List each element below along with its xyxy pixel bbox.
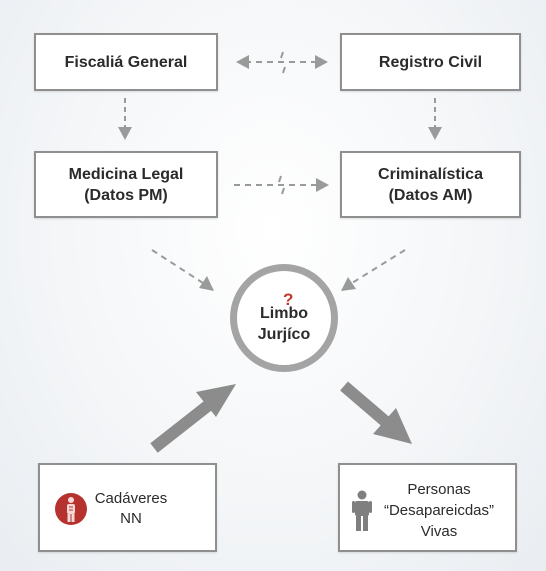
registro-civil-label: Registro Civil [378,53,483,71]
cadaveres-line2: NN [120,510,142,527]
fiscalia-general-label: Fiscaliá General [64,53,188,71]
fiscalia-medicina-arrow [118,98,132,140]
person-icon [352,490,372,531]
limbo-line1: Limbo [260,305,308,322]
criminalistica-title: Criminalística [378,165,483,183]
criminalistica-box: Criminalística (Datos AM) [340,151,521,218]
medicina-legal-subtitle: (Datos PM) [84,186,168,204]
medicina-criminal-connector [234,175,329,195]
fiscalia-registro-connector [236,51,328,74]
limbo-line2: Jurjíco [257,326,311,343]
cadaveres-limbo-big-arrow [150,384,236,453]
question-mark-icon: ? [283,290,294,309]
limbo-juridico-circle [230,264,338,372]
limbo-juridico-label: Limbo Jurjíco [230,303,338,345]
personas-line2: “Desapareicdas” [383,502,495,519]
cadaveres-line1: Cadáveres [94,490,168,507]
medicina-legal-title: Medicina Legal [68,165,184,183]
criminal-limbo-arrow [341,249,406,291]
cadaveres-nn-box [38,463,217,552]
medicina-limbo-arrow [151,249,214,291]
personas-line3: Vivas [420,523,458,540]
medicina-legal-box: Medicina Legal (Datos PM) [34,151,218,218]
personas-vivas-label: Personas “Desapareicdas” Vivas [376,479,502,542]
personas-line1: Personas [407,481,471,498]
personas-vivas-box [338,463,517,552]
limbo-personas-big-arrow [340,381,412,444]
registro-civil-box: Registro Civil [340,33,521,91]
registro-criminal-arrow [428,98,442,140]
cadaveres-nn-label: Cadáveres NN [86,489,176,529]
criminalistica-subtitle: (Datos AM) [388,186,473,204]
fiscalia-general-box: Fiscaliá General [34,33,218,91]
body-figure-icon [55,493,87,525]
